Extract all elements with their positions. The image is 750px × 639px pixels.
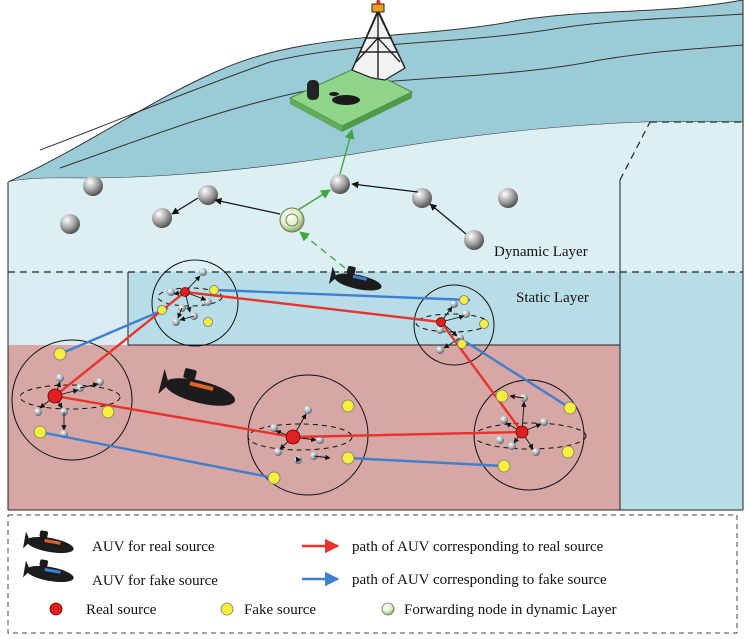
static-sensor-nodes — [34, 268, 548, 464]
static-layer — [128, 272, 743, 510]
real-source — [180, 287, 190, 297]
legend-auv-real: AUV for real source — [23, 530, 215, 555]
legend-box — [7, 514, 738, 634]
fake-source — [561, 445, 575, 459]
legend-path-fake-label: path of AUV corresponding to fake source — [352, 572, 607, 588]
fake-source — [563, 401, 577, 415]
submarine-icon-real — [23, 530, 74, 554]
dynamic-layer — [8, 122, 743, 272]
fake-source — [497, 459, 511, 473]
submarine-icon-real — [158, 368, 236, 406]
fake-source — [341, 399, 355, 413]
dynamic-node — [498, 188, 518, 208]
legend-auv-fake: AUV for fake source — [23, 559, 218, 589]
cluster-boundary — [413, 284, 495, 366]
fake-source-nodes — [33, 285, 577, 485]
real-source — [47, 388, 63, 404]
fake-source — [479, 319, 489, 329]
fake-source — [157, 305, 167, 315]
cluster-boundary — [11, 339, 133, 461]
fake-source — [457, 339, 467, 349]
dynamic-layer-label: Dynamic Layer — [494, 244, 588, 260]
legend-real-source: Real source — [49, 602, 157, 618]
fake-source — [209, 285, 219, 295]
forwarding-node — [279, 207, 305, 233]
fake-source — [267, 471, 281, 485]
fake-source — [495, 389, 509, 403]
fake-source — [459, 295, 469, 305]
legend-forwarding-node-label: Forwarding node in dynamic Layer — [404, 602, 616, 618]
dynamic-node — [330, 174, 350, 194]
dynamic-node — [198, 185, 218, 205]
legend-path-fake: path of AUV corresponding to fake source — [302, 571, 607, 588]
cluster-boundary — [151, 259, 239, 347]
legend-forwarding-node: Forwarding node in dynamic Layer — [381, 602, 616, 618]
real-source-nodes — [47, 287, 529, 445]
real-source — [436, 317, 446, 327]
dynamic-layer-nodes — [60, 174, 518, 250]
legend-fake-source: Fake source — [220, 602, 316, 618]
fake-source — [33, 425, 47, 439]
real-source — [285, 429, 301, 445]
fake-source — [101, 405, 115, 419]
fake-source — [53, 347, 67, 361]
legend-path-real: path of AUV corresponding to real source — [302, 538, 604, 555]
legend-auv-fake-label: AUV for fake source — [92, 573, 218, 589]
dynamic-node — [412, 188, 432, 208]
legend-real-source-label: Real source — [86, 602, 157, 618]
fake-source-path — [39, 288, 571, 480]
oil-rig-icon — [288, 0, 414, 132]
fake-source — [203, 317, 213, 327]
submarine-icon-fake — [328, 265, 382, 291]
dynamic-node — [152, 208, 172, 228]
dynamic-node — [83, 176, 103, 196]
fake-source — [341, 451, 355, 465]
real-source — [515, 425, 529, 439]
dynamic-node — [464, 230, 484, 250]
submarine-icon-fake — [23, 559, 74, 583]
legend-fake-source-label: Fake source — [244, 602, 316, 618]
static-layer-label: Static Layer — [516, 290, 589, 306]
dynamic-node — [60, 214, 80, 234]
legend-auv-real-label: AUV for real source — [92, 539, 215, 555]
legend-path-real-label: path of AUV corresponding to real source — [352, 539, 604, 555]
